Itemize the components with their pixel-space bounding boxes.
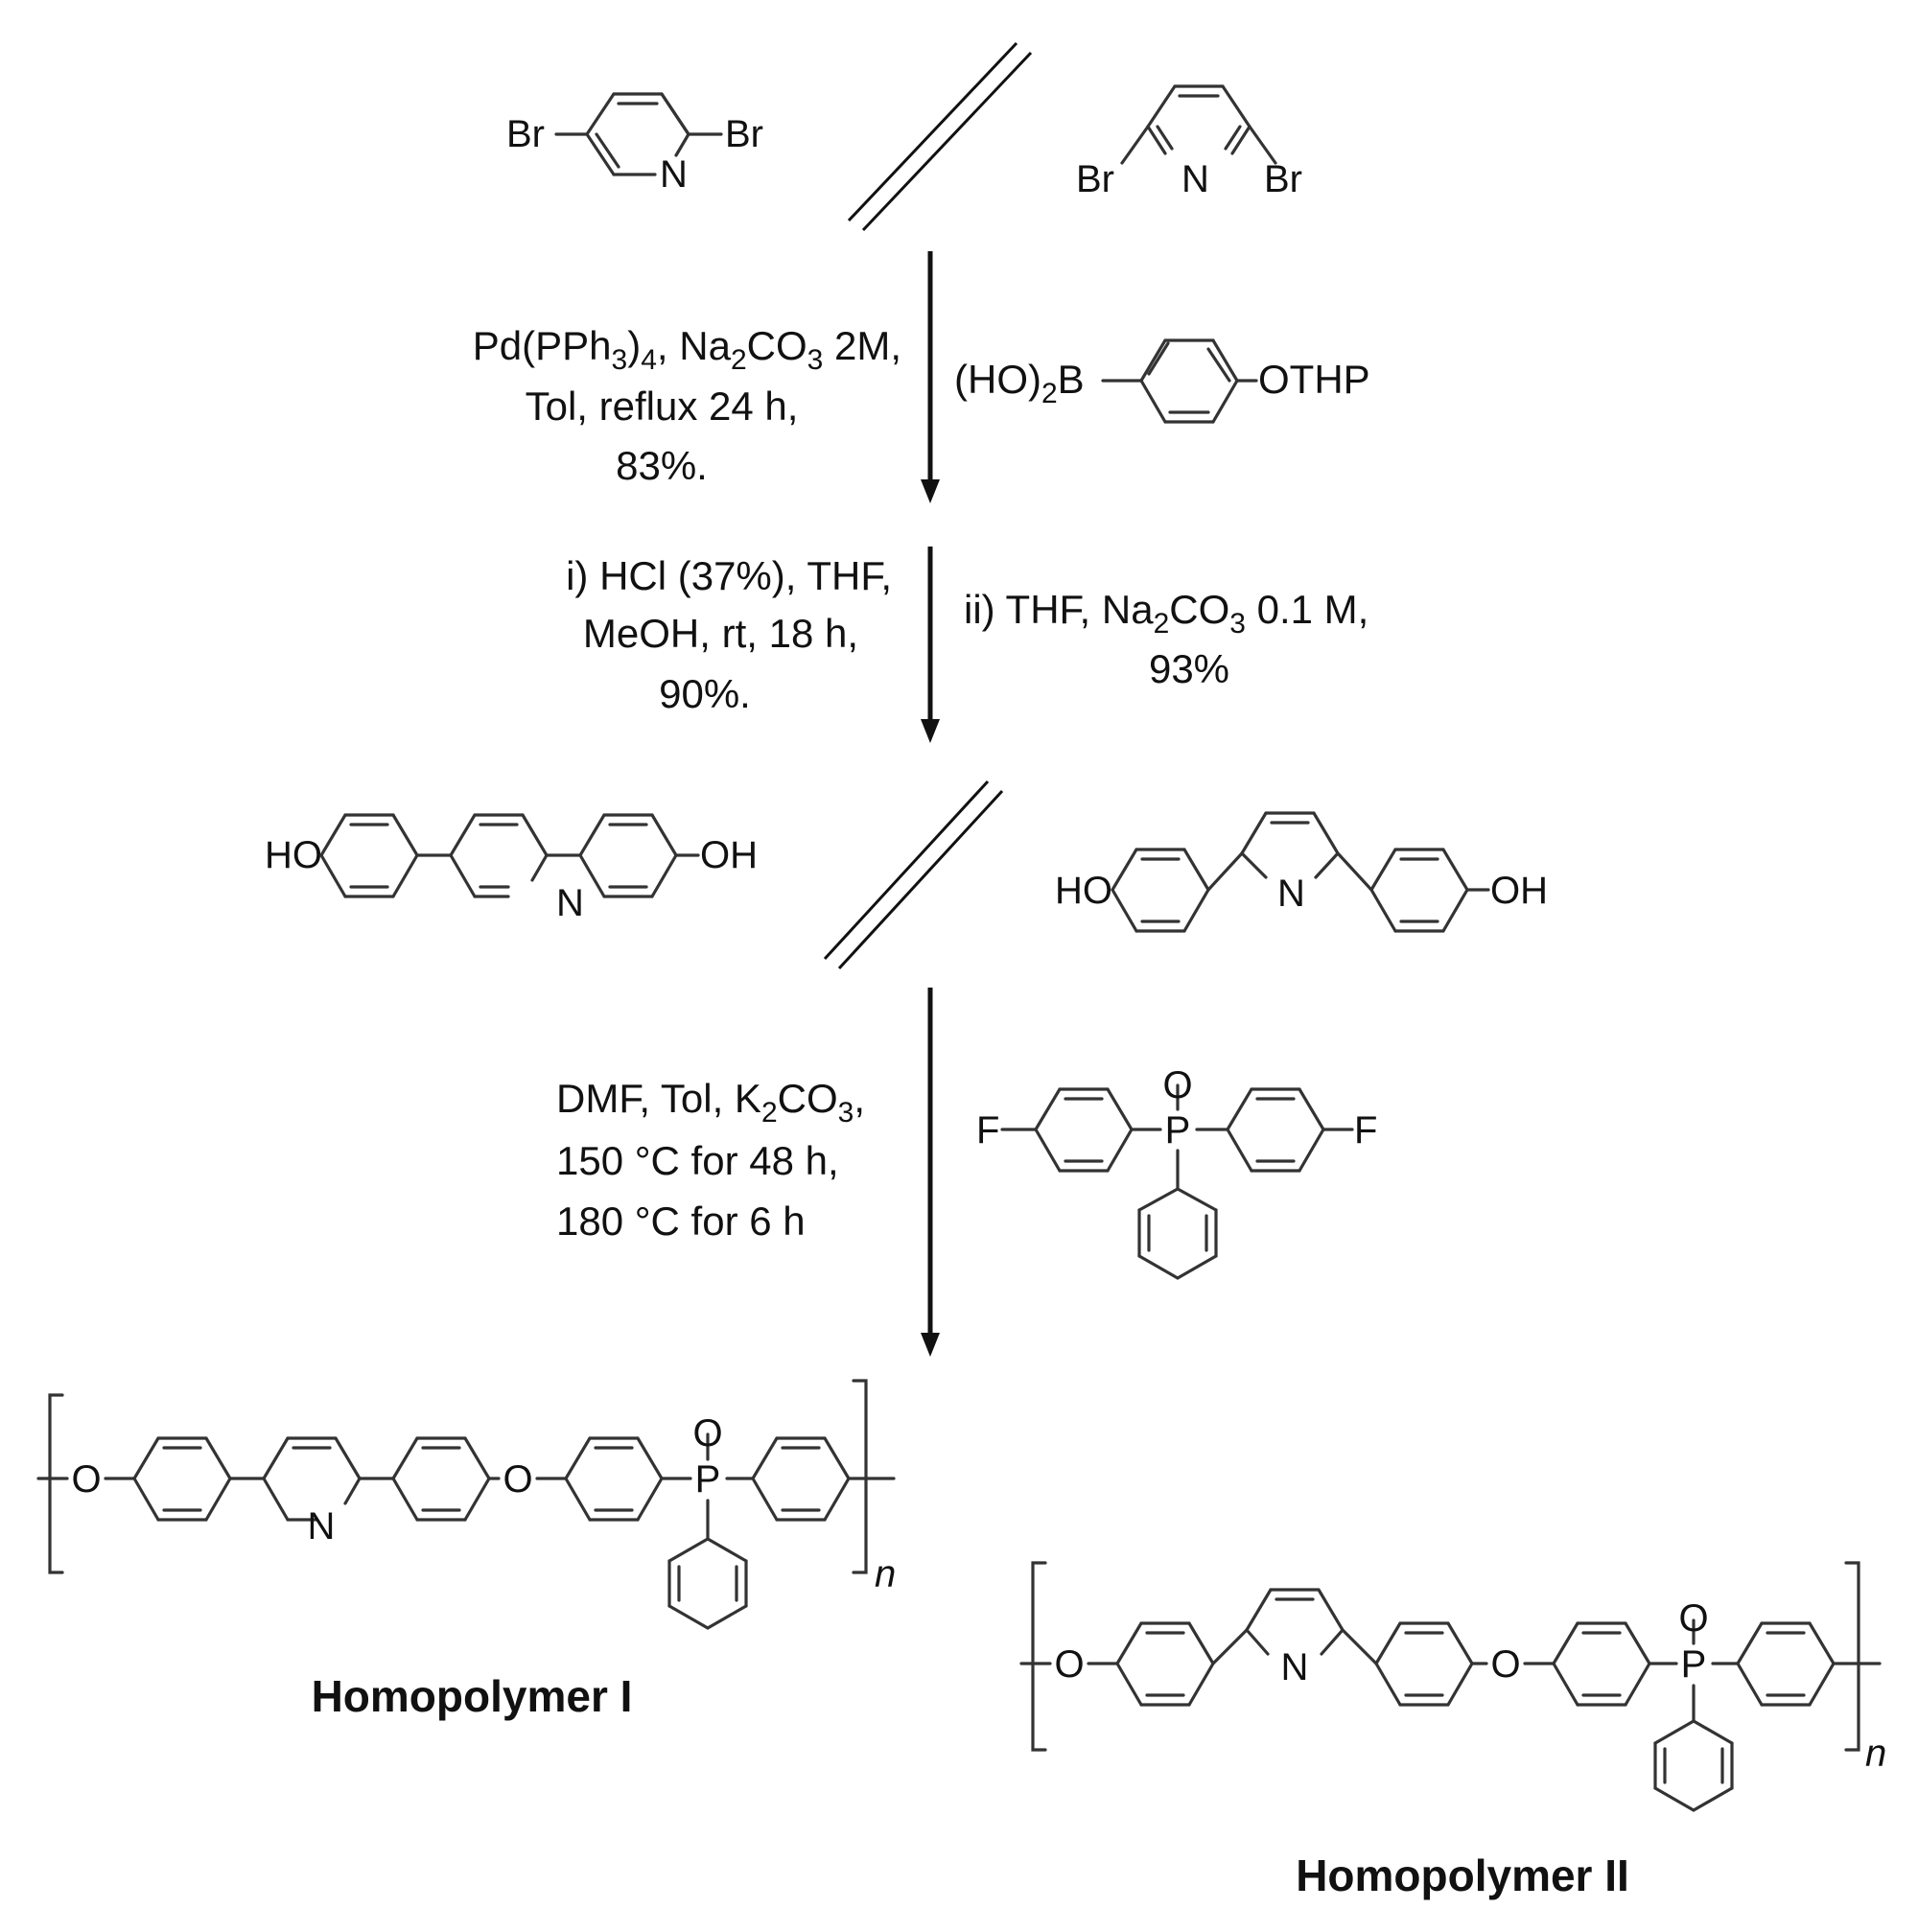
phosphorus-label: P [695,1458,721,1501]
homopolymer-1-label: Homopolymer I [312,1671,633,1721]
yield-label: 90%. [659,671,751,716]
diol-25-bisphenol: HO N OH [265,813,758,924]
fluorine-label: F [1354,1109,1377,1152]
homopolymer-2-label: Homopolymer II [1296,1851,1629,1900]
condition-line-2: 150 °C for 48 h, [556,1138,839,1183]
or-separator [847,41,1033,232]
nitrogen-label: N [308,1505,336,1548]
oxygen-label: O [692,1412,722,1455]
repeat-brackets [48,1379,868,1574]
nitrogen-label: N [556,882,584,924]
benzene-ring [1101,338,1258,424]
condition-line-1: i) HCl (37%), THF, [566,553,892,598]
yield-label: 93% [1149,646,1229,691]
phosphine-oxide-monomer: F O P F [976,1064,1377,1280]
phosphorus-label: P [1165,1109,1191,1152]
step3-conditions: DMF, Tol, K2CO3, 150 °C for 48 h, 180 °C… [556,1076,865,1244]
hydroxyl-label: OH [700,834,758,876]
condition-line-1: DMF, Tol, K2CO3, [556,1076,865,1129]
condition-ii: ii) THF, Na2CO3 0.1 M, [964,587,1368,640]
oxygen-label: O [1162,1064,1192,1106]
reaction-arrow-3 [921,988,940,1357]
bromine-label: Br [506,113,545,155]
bond-skeleton [1000,1083,1354,1280]
condition-line-2: Tol, reflux 24 h, [526,384,799,429]
reaction-arrow-2 [921,547,940,743]
nitrogen-label: N [1181,158,1209,200]
repeat-unit-n: n [1865,1733,1886,1775]
diol-26-bisphenol: HO N OH [1055,811,1548,933]
or-separator [823,780,1004,970]
nitrogen-label: N [1277,873,1305,915]
bond-skeleton [36,1432,896,1630]
reagent-prefix: (HO)2B [954,357,1085,409]
oxygen-label: O [1490,1643,1520,1686]
hydroxyl-label: HO [1055,870,1112,912]
hydroxyl-label: HO [265,834,322,876]
repeat-brackets [1031,1561,1860,1752]
bromine-label: Br [725,113,763,155]
nitrogen-label: N [660,153,688,196]
bond-skeleton [1111,811,1490,933]
reaction-arrow-1 [921,251,940,503]
bond-skeleton [319,813,700,898]
dibromopyridine-26: Br N Br [1076,84,1302,200]
step1-conditions: Pd(PPh3)4, Na2CO3 2M, Tol, reflux 24 h, … [473,323,901,488]
boronic-acid-reagent: (HO)2B OTHP [954,338,1370,424]
pyridine-ring [554,92,723,176]
bromine-label: Br [1264,158,1302,200]
oxygen-label: O [503,1458,532,1501]
repeat-unit-n: n [875,1553,896,1595]
bromine-label: Br [1076,158,1114,200]
phosphorus-label: P [1681,1643,1707,1686]
bond-skeleton [1019,1588,1882,1812]
homopolymer-1-structure: O N O O P n [36,1379,896,1630]
condition-line-2: MeOH, rt, 18 h, [583,611,858,656]
step2-conditions: i) HCl (37%), THF, MeOH, rt, 18 h, 90%. … [566,553,1368,716]
dibromopyridine-25: Br Br N [506,92,763,196]
pyridine-ring [1120,84,1277,165]
nitrogen-label: N [1281,1646,1309,1688]
oxygen-label: O [71,1458,101,1501]
oxygen-label: O [1678,1597,1708,1640]
condition-line-3: 180 °C for 6 h [556,1199,806,1244]
condition-line-1: Pd(PPh3)4, Na2CO3 2M, [473,323,901,376]
othp-label: OTHP [1258,357,1370,402]
fluorine-label: F [976,1109,999,1152]
homopolymer-2-structure: O N O O P n [1019,1561,1886,1812]
oxygen-label: O [1054,1643,1084,1686]
hydroxyl-label: OH [1490,870,1548,912]
yield-label: 83%. [616,443,708,488]
